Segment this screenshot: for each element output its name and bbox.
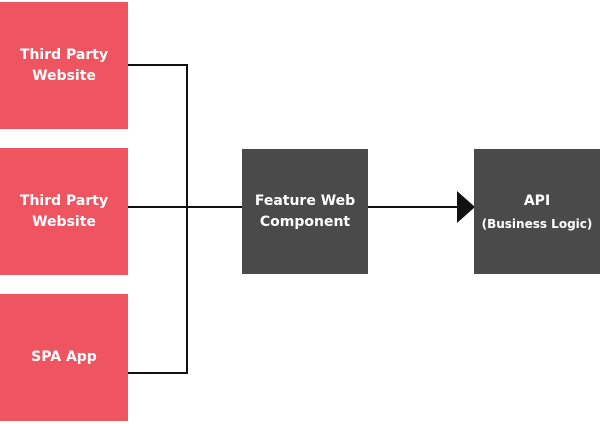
source-box-label-line1: Third Party <box>19 192 109 209</box>
arrowhead-icon <box>457 191 475 223</box>
api-label-title: API <box>523 192 551 209</box>
feature-label-line2: Component <box>259 213 351 230</box>
feature-web-component-box: Feature Web Component <box>242 149 368 274</box>
source-box-third-party-website-1: Third Party Website <box>0 2 128 129</box>
source-box-label-line1: SPA App <box>31 349 97 365</box>
api-box: API (Business Logic) <box>474 149 600 274</box>
source-box-label-line1: Third Party <box>19 46 109 63</box>
source-box-spa-app: SPA App <box>0 294 128 421</box>
source-box-label-line2: Website <box>32 67 96 84</box>
feature-label-line1: Feature Web <box>254 192 356 209</box>
source-box-label-line2: Website <box>32 213 96 230</box>
source-box-third-party-website-2: Third Party Website <box>0 148 128 275</box>
api-label-subtitle: (Business Logic) <box>481 216 593 231</box>
